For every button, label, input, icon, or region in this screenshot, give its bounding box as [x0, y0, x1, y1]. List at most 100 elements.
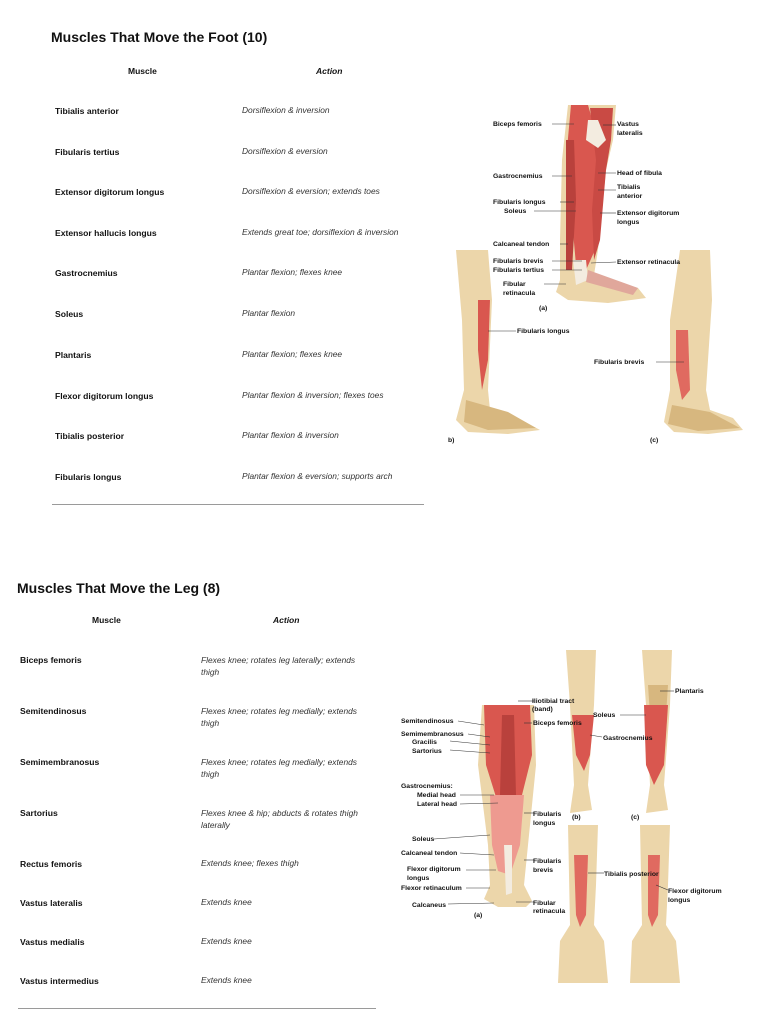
label-semimembranosus: Semimembranosus [401, 731, 464, 738]
lateral-leg-illustration [556, 105, 646, 303]
label-flexor-digitorum-d-2: longus [668, 897, 690, 904]
label-plantaris: Plantaris [675, 688, 704, 695]
table-row-action: Dorsiflexion & eversion; extends toes [242, 186, 380, 196]
label-fibularis-longus-b: Fibularis longus [517, 328, 570, 335]
table-row-muscle: Vastus intermedius [20, 976, 99, 986]
label-gastrocnemius: Gastrocnemius: [401, 783, 453, 790]
label-fibular-retinacula-1: Fibular [533, 900, 556, 907]
label-iliotibial-1: Iliotibial tract [532, 698, 575, 705]
table-row-action-line: Flexes knee & hip; abducts & rotates thi… [201, 808, 358, 818]
deep-leg-illustration-b [566, 650, 596, 813]
label-fibularis-brevis-c: Fibularis brevis [594, 359, 644, 366]
label-flexor-digitorum-d-1: Flexor digitorum [668, 888, 722, 895]
leg-col-action-header: Action [273, 615, 300, 625]
table-row-action-line: thigh [201, 769, 220, 779]
deep-leg-illustration-d [558, 825, 608, 983]
table-row-muscle: Vastus medialis [20, 937, 85, 947]
posterior-leg-illustration [478, 705, 536, 907]
medial-leg-illustration [456, 250, 540, 434]
label-extensor-digitorum-1: Extensor digitorum [617, 210, 679, 217]
table-row-muscle: Biceps femoris [20, 655, 82, 665]
table-row-muscle: Extensor hallucis longus [55, 228, 157, 238]
table-row-muscle: Tibialis posterior [55, 431, 125, 441]
label-semitendinosus: Semitendinosus [401, 718, 454, 725]
label-fibular-retinacula-2: retinacula [533, 908, 565, 915]
label-fibular-retinacula-1: Fibular [503, 281, 526, 288]
foot-section-title: Muscles That Move the Foot (10) [51, 29, 268, 45]
label-vastus-lateralis-1: Vastus [617, 121, 639, 128]
table-row-muscle: Sartorius [20, 808, 58, 818]
table-row-muscle: Rectus femoris [20, 859, 83, 869]
table-row-muscle: Fibularis tertius [55, 147, 120, 157]
label-biceps-femoris: Biceps femoris [493, 121, 542, 128]
table-row-action: Plantar flexion; flexes knee [242, 349, 343, 359]
leg-table-rule [18, 1008, 376, 1009]
foot-table-rule [52, 504, 424, 505]
table-row-action: Plantar flexion & inversion [242, 430, 339, 440]
leg-col-muscle-header: Muscle [92, 615, 121, 625]
table-row-action: Flexes knee & hip; abducts & rotates thi… [201, 807, 358, 831]
label-extensor-retinacula: Extensor retinacula [617, 259, 680, 266]
label-calcaneal-tendon: Calcaneal tendon [401, 850, 457, 857]
label-iliotibial-2: (band) [532, 706, 553, 713]
table-row-muscle: Semimembranosus [20, 757, 100, 767]
table-row-muscle: Soleus [55, 309, 84, 319]
label-soleus: Soleus [412, 836, 435, 843]
label-panel-c: (c) [631, 814, 639, 821]
label-panel-c: (c) [650, 437, 658, 444]
table-row-action-line: Flexes knee; rotates leg medially; exten… [201, 706, 357, 716]
label-panel-a: (a) [474, 912, 482, 919]
table-row-action: Dorsiflexion & eversion [242, 146, 328, 156]
label-fibular-retinacula-2: retinacula [503, 290, 535, 297]
label-fibularis-longus: Fibularis longus [493, 199, 546, 206]
table-row-muscle: Gastrocnemius [55, 268, 118, 278]
label-tibialis-anterior-2: anterior [617, 193, 643, 200]
label-fibularis-longus-1: Fibularis [533, 811, 562, 818]
table-row-action-line: thigh [201, 667, 220, 677]
table-row-muscle: Semitendinosus [20, 706, 87, 716]
label-lateral-head: Lateral head [417, 801, 457, 808]
table-row-action-line: Flexes knee; rotates leg laterally; exte… [201, 655, 356, 665]
table-row-muscle: Flexor digitorum longus [55, 391, 154, 401]
posterior-leg-illustration [664, 250, 743, 434]
table-row-action-line: Flexes knee; rotates leg medially; exten… [201, 757, 357, 767]
table-row-action: Plantar flexion & eversion; supports arc… [242, 471, 393, 481]
foot-col-muscle-header: Muscle [128, 66, 157, 76]
label-panel-b: (b) [572, 814, 581, 821]
leg-muscles-figure: Iliotibial tract (band) Biceps femoris S… [401, 650, 722, 983]
label-calcaneal-tendon: Calcaneal tendon [493, 241, 549, 248]
table-row-muscle: Extensor digitorum longus [55, 187, 165, 197]
label-soleus: Soleus [504, 208, 527, 215]
label-flexor-digitorum-2: longus [407, 875, 429, 882]
table-row-action: Extends knee [201, 897, 252, 907]
table-row-action: Plantar flexion & inversion; flexes toes [242, 390, 384, 400]
label-fibularis-tertius: Fibularis tertius [493, 267, 544, 274]
table-row-action: Extends knee [201, 936, 252, 946]
table-row-action: Plantar flexion; flexes knee [242, 267, 343, 277]
leg-section-title: Muscles That Move the Leg (8) [17, 580, 221, 596]
label-tibialis-posterior: Tibialis posterior [604, 871, 659, 878]
label-head-of-fibula: Head of fibula [617, 170, 662, 177]
table-row-muscle: Vastus lateralis [20, 898, 83, 908]
table-row-action: Flexes knee; rotates leg laterally; exte… [201, 654, 355, 678]
table-row-action-line: laterally [201, 820, 230, 830]
label-gracilis: Gracilis [412, 739, 437, 746]
label-soleus-b: Soleus [593, 712, 616, 719]
label-biceps-femoris: Biceps femoris [533, 720, 582, 727]
table-row-action: Dorsiflexion & inversion [242, 105, 330, 115]
table-row-action: Flexes knee; rotates leg medially; exten… [201, 756, 357, 780]
deep-leg-illustration-e [630, 825, 680, 983]
label-gastrocnemius-b: Gastrocnemius [603, 735, 653, 742]
label-tibialis-anterior-1: Tibialis [617, 184, 641, 191]
table-row-action-line: thigh [201, 718, 220, 728]
label-sartorius: Sartorius [412, 748, 442, 755]
table-row-muscle: Tibialis anterior [55, 106, 119, 116]
label-gastrocnemius: Gastrocnemius [493, 173, 543, 180]
table-row-action: Plantar flexion [242, 308, 296, 318]
table-row-action: Flexes knee; rotates leg medially; exten… [201, 705, 357, 729]
label-fibularis-brevis-1: Fibularis [533, 858, 562, 865]
label-extensor-digitorum-2: longus [617, 219, 639, 226]
label-flexor-digitorum-1: Flexor digitorum [407, 866, 461, 873]
foot-col-action-header: Action [316, 66, 343, 76]
label-fibularis-longus-2: longus [533, 820, 555, 827]
